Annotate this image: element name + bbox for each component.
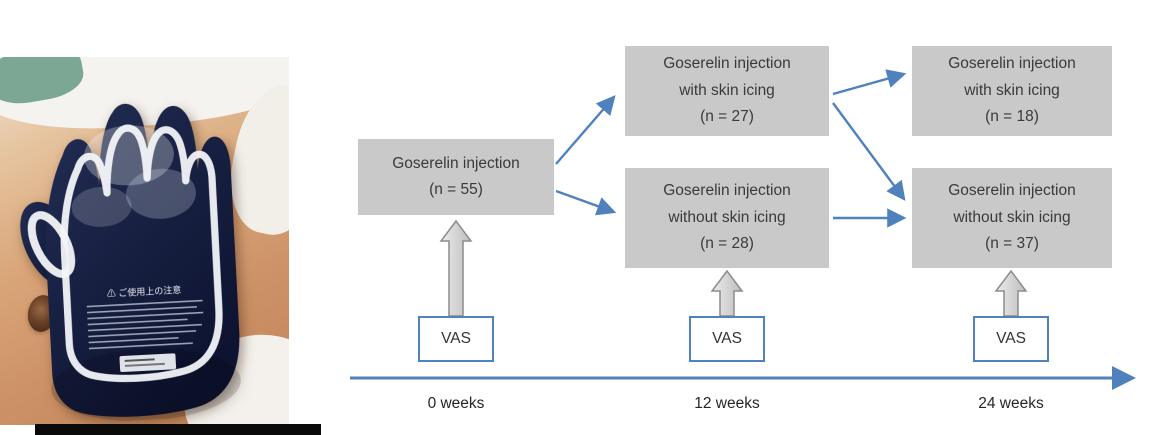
timeline-label-24weeks: 24 weeks: [978, 395, 1044, 412]
flow-box-line: (n = 18): [985, 108, 1039, 126]
flow-arrow-icing-to-no-icing: [832, 102, 906, 201]
sticker-text-line: [124, 358, 155, 362]
frost-patch: [125, 168, 196, 219]
flow-box-line: (n = 55): [429, 181, 483, 198]
timeline-label-12weeks: 12 weeks: [694, 395, 760, 412]
flow-box-icing-24w: Goserelin injection with skin icing (n =…: [912, 46, 1112, 136]
white-hand-outline: [60, 124, 223, 383]
ice-pack-warning-text-lines: [86, 299, 204, 350]
ice-pack-sticker: [119, 353, 177, 373]
flow-box-line: without skin icing: [668, 208, 786, 226]
vas-label: VAS: [712, 330, 742, 347]
vas-box-12weeks: VAS: [689, 316, 765, 362]
flow-arrow-baseline-to-no-icing: [555, 189, 617, 216]
flow-box-line: with skin icing: [679, 81, 775, 99]
flow-box-line: (n = 37): [985, 235, 1039, 253]
ice-pack-warning-title: ⚠ ご使用上の注意: [107, 284, 182, 299]
ice-pack-body: [45, 103, 240, 417]
flow-box-line: (n = 27): [700, 108, 754, 126]
hand-ice-pack: ⚠ ご使用上の注意: [20, 103, 241, 422]
white-thumb-outline: [27, 211, 76, 278]
flow-arrow-baseline-to-icing: [555, 95, 616, 165]
vas-up-arrow-0weeks: [439, 219, 473, 317]
flow-box-baseline: Goserelin injection (n = 55): [358, 139, 554, 215]
vas-up-arrow-12weeks: [710, 269, 744, 317]
abdomen-photo: ⚠ ご使用上の注意: [0, 57, 289, 425]
vas-up-arrow-24weeks: [994, 269, 1028, 317]
timeline-label-0weeks: 0 weeks: [427, 395, 485, 412]
vas-box-0weeks: VAS: [418, 316, 494, 362]
photo-bottom-bar: [35, 424, 321, 435]
flow-box-no-icing-24w: Goserelin injection without skin icing (…: [912, 168, 1112, 268]
flow-arrow-icing-to-icing: [832, 69, 907, 96]
flow-box-line: with skin icing: [964, 81, 1060, 99]
flow-box-line: without skin icing: [953, 208, 1071, 226]
vas-label: VAS: [441, 330, 471, 347]
flow-box-line: (n = 28): [700, 235, 754, 253]
flow-box-icing-12w: Goserelin injection with skin icing (n =…: [625, 46, 829, 136]
flow-box-line: Goserelin injection: [663, 55, 791, 73]
sticker-text-line: [124, 362, 165, 367]
vas-label: VAS: [996, 330, 1026, 347]
vas-box-24weeks: VAS: [973, 316, 1049, 362]
frost-patch: [71, 186, 132, 227]
flow-box-line: Goserelin injection: [948, 182, 1076, 200]
flow-box-no-icing-12w: Goserelin injection without skin icing (…: [625, 168, 829, 268]
flow-box-line: Goserelin injection: [948, 55, 1076, 73]
flow-box-line: Goserelin injection: [663, 182, 791, 200]
flow-box-line: Goserelin injection: [392, 154, 520, 172]
